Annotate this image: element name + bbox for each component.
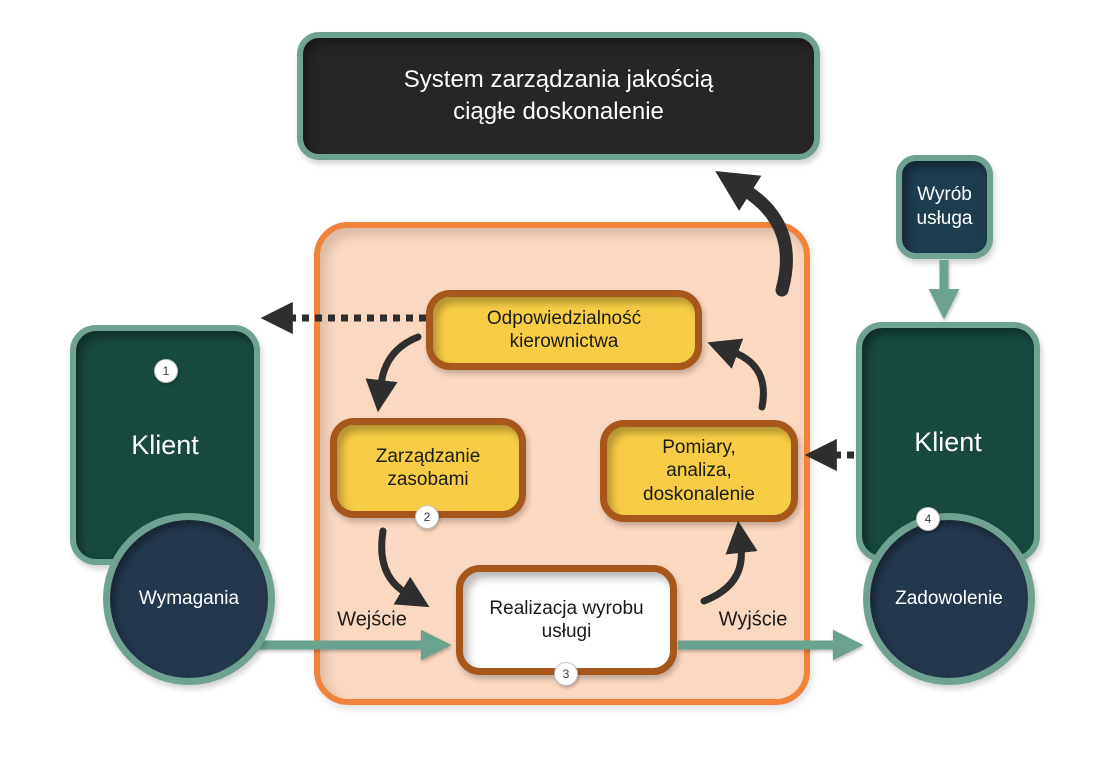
step-badge-1-number: 1: [162, 364, 170, 378]
measurement-line-3: doskonalenie: [643, 483, 755, 505]
title-line-1: System zarządzania jakością: [403, 65, 714, 93]
product-line-2: usługa: [916, 208, 973, 229]
measurement-analysis-box: Pomiary, analiza, doskonalenie: [600, 420, 798, 522]
realization-line-1: Realizacja wyrobu: [489, 597, 644, 619]
management-line-1: Odpowiedzialność: [486, 307, 642, 329]
output-label: Wyjście: [718, 608, 788, 631]
measurement-line-2: analiza,: [666, 460, 732, 482]
client-right-label: Klient: [914, 426, 982, 457]
step-badge-4: 4: [916, 507, 940, 531]
management-line-2: kierownictwa: [509, 331, 619, 352]
title-box: System zarządzania jakością ciągłe dosko…: [297, 32, 820, 160]
product-service-box: Wyrób usługa: [896, 155, 993, 259]
resources-line-2: zasobami: [387, 469, 469, 490]
step-badge-3: 3: [554, 662, 578, 686]
realization-line-2: usługi: [541, 621, 592, 642]
client-left-label: Klient: [131, 429, 199, 460]
product-line-1: Wyrób: [917, 184, 972, 206]
title-line-2: ciągłe doskonalenie: [453, 98, 664, 125]
satisfaction-label: Zadowolenie: [895, 588, 1003, 609]
step-badge-3-number: 3: [562, 667, 570, 681]
measurement-line-1: Pomiary,: [662, 437, 736, 459]
step-badge-4-number: 4: [924, 512, 932, 526]
requirements-label: Wymagania: [138, 588, 240, 609]
product-realization-box: Realizacja wyrobu usługi: [456, 565, 677, 675]
step-badge-2: 2: [415, 505, 439, 529]
satisfaction-circle: Zadowolenie: [863, 513, 1035, 685]
input-label: Wejście: [337, 608, 407, 631]
step-badge-2-number: 2: [423, 510, 431, 524]
requirements-circle: Wymagania: [103, 513, 275, 685]
management-responsibility-box: Odpowiedzialność kierownictwa: [426, 290, 702, 370]
step-badge-1: 1: [154, 359, 178, 383]
resource-management-box: Zarządzanie zasobami: [330, 418, 526, 518]
resources-line-1: Zarządzanie: [375, 445, 481, 467]
